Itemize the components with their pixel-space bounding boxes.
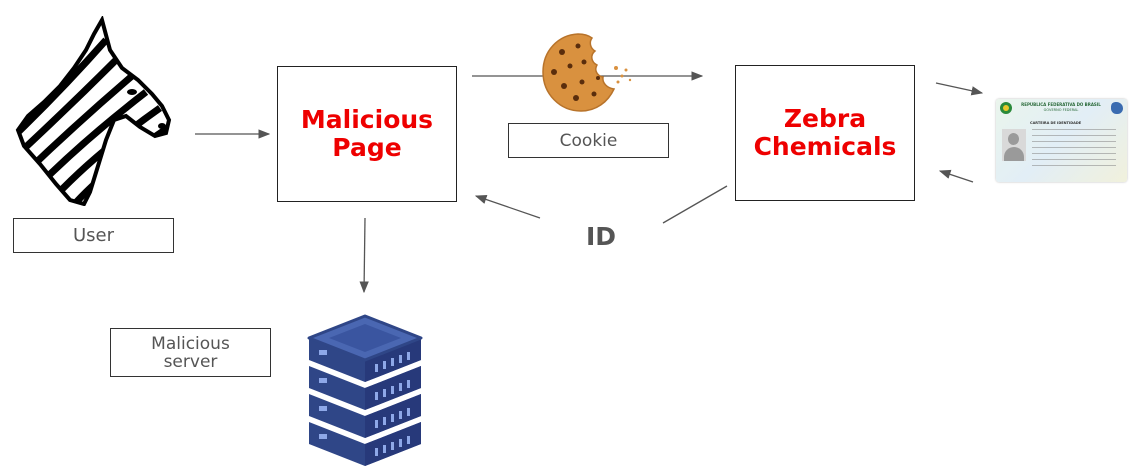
malicious-server-label: Malicious server — [151, 333, 230, 372]
zebra-chemicals-label: Zebra Chemicals — [753, 104, 897, 161]
malicious-page-label: Malicious Page — [300, 105, 434, 162]
line-zebra-to-id — [662, 185, 728, 224]
malicious-page-box: Malicious Page — [277, 66, 457, 202]
id-card-title: CARTEIRA DE IDENTIDADE — [1030, 121, 1082, 125]
id-card-photo-body — [1004, 147, 1024, 161]
id-card-icon: REPÚBLICA FEDERATIVA DO BRASIL GOVERNO F… — [996, 99, 1127, 182]
user-label-box: User — [13, 218, 174, 253]
malicious-server-label-box: Malicious server — [110, 328, 271, 377]
cookie-label: Cookie — [559, 130, 618, 151]
zebra-chemicals-box: Zebra Chemicals — [735, 65, 915, 201]
id-label: ID — [586, 222, 617, 251]
arrow-page-to-server — [359, 217, 369, 294]
server-icon — [307, 314, 423, 466]
id-card-photo-head — [1008, 133, 1019, 145]
cookie-icon — [542, 33, 632, 112]
id-card-header: REPÚBLICA FEDERATIVA DO BRASIL — [1021, 102, 1101, 107]
id-card-subheader: GOVERNO FEDERAL — [1043, 108, 1079, 112]
arrow-idcard-to-zebra — [938, 169, 974, 183]
arrow-id-to-page — [474, 194, 541, 219]
zebra-icon — [15, 16, 172, 206]
id-card-flag-inner — [1003, 105, 1009, 111]
arrow-zebra-to-idcard — [935, 82, 984, 96]
cookie-label-box: Cookie — [508, 123, 669, 158]
user-label: User — [72, 225, 115, 246]
id-card-lines — [1032, 129, 1116, 171]
id-card-map — [1111, 102, 1123, 114]
